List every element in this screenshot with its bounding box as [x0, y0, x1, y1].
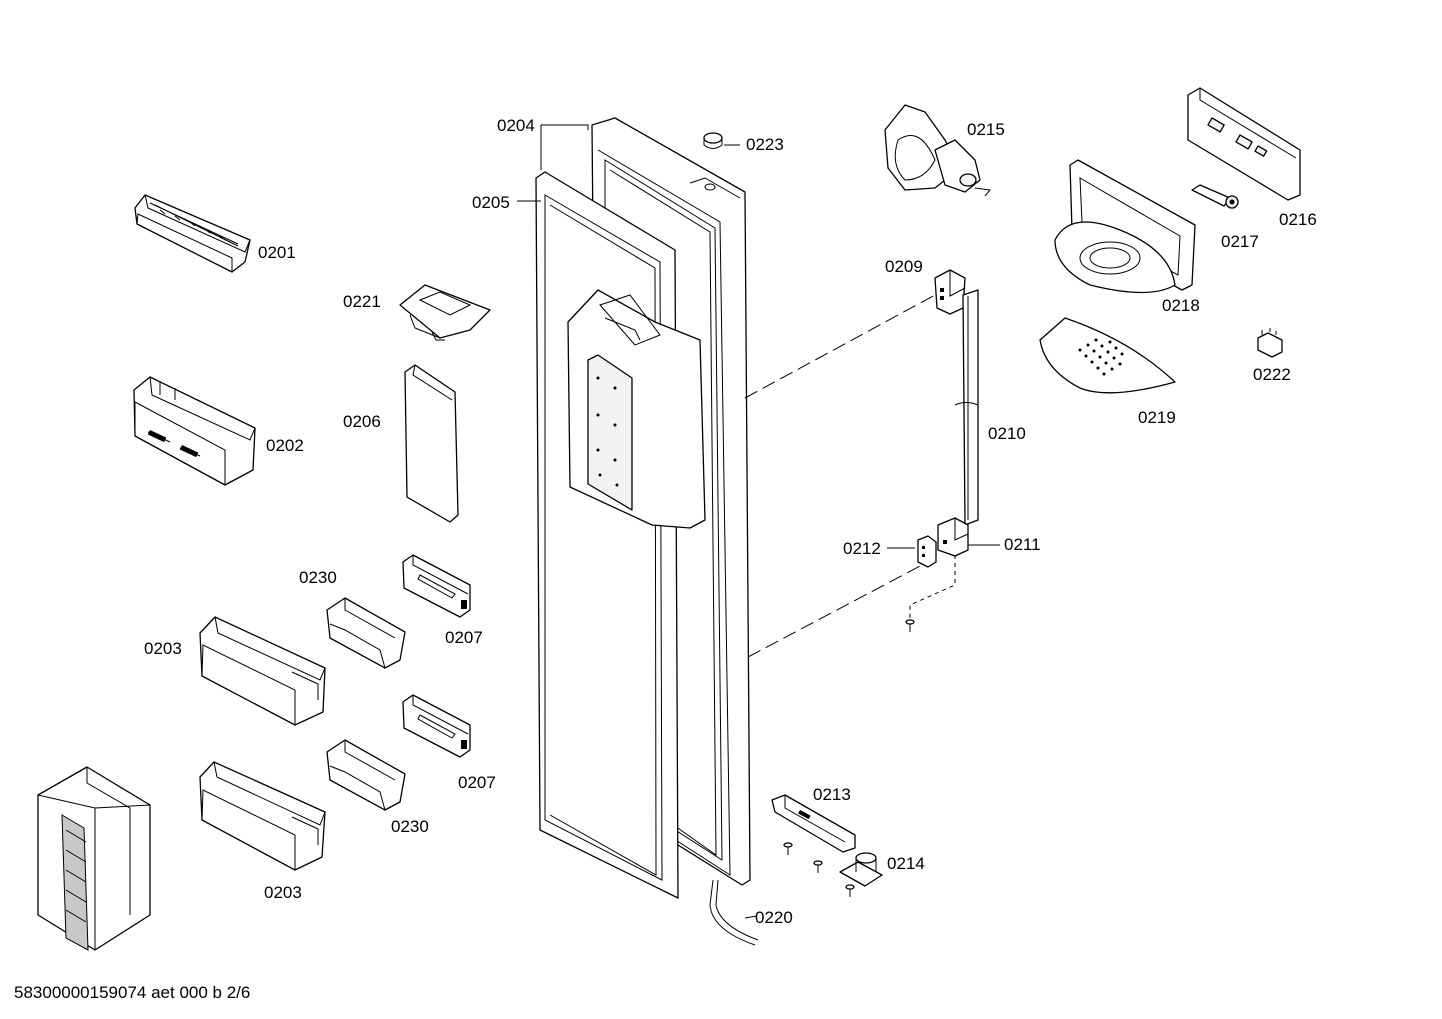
part-0223-plug — [703, 132, 723, 149]
label-0206: 0206 — [343, 412, 381, 431]
part-0214-hinge-pin — [839, 852, 883, 887]
part-0222-connector — [1257, 328, 1283, 358]
label-0220: 0220 — [755, 908, 793, 927]
part-0215-chute — [884, 104, 991, 197]
part-0203-bin-upper — [199, 616, 326, 726]
part-0207-block-lower — [402, 694, 471, 758]
label-0216: 0216 — [1279, 210, 1317, 229]
part-0218-housing — [1054, 159, 1196, 294]
label-0230-upper: 0230 — [299, 568, 337, 587]
part-0217-knob — [1191, 184, 1239, 209]
part-0216-control-board — [1187, 87, 1301, 201]
label-0211: 0211 — [1004, 535, 1041, 554]
label-0203-lower: 0203 — [264, 883, 302, 902]
part-0203-bin-lower — [199, 761, 326, 871]
label-0218: 0218 — [1162, 296, 1200, 315]
label-0223: 0223 — [746, 135, 784, 154]
part-0205-door-liner — [535, 171, 679, 899]
part-0219-grid-tray — [1039, 317, 1176, 394]
part-0207-block-upper — [402, 554, 471, 618]
part-0210-handle — [954, 289, 979, 526]
fridge-locator-icon — [37, 766, 151, 951]
label-0203-upper: 0203 — [144, 639, 182, 658]
part-labels: 0201 0202 0203 0203 0204 0205 0206 0207 … — [144, 116, 1317, 927]
label-0207-lower: 0207 — [458, 773, 496, 792]
label-0230-lower: 0230 — [391, 817, 429, 836]
screw-icon — [905, 619, 915, 632]
part-0201-shelf — [134, 194, 251, 273]
label-0201: 0201 — [258, 243, 296, 262]
label-0212: 0212 — [843, 539, 881, 558]
label-0205: 0205 — [472, 193, 510, 212]
part-0213-hinge-plate — [771, 794, 856, 853]
label-0215: 0215 — [967, 120, 1005, 139]
part-0202-bin — [133, 376, 256, 486]
label-0209: 0209 — [885, 257, 923, 276]
label-0217: 0217 — [1221, 232, 1259, 251]
label-0222: 0222 — [1253, 365, 1291, 384]
label-0210: 0210 — [988, 424, 1026, 443]
label-0221: 0221 — [343, 292, 381, 311]
dispenser-housing — [567, 289, 706, 529]
part-0212-bracket — [917, 535, 937, 568]
label-0214: 0214 — [887, 854, 925, 873]
part-0211-bracket — [937, 517, 969, 557]
label-0219: 0219 — [1138, 408, 1176, 427]
drawing-reference-code: 58300000159074 aet 000 b 2/6 — [14, 983, 250, 1002]
part-0206-pad — [404, 364, 459, 523]
label-0213: 0213 — [813, 785, 851, 804]
label-0204: 0204 — [497, 116, 535, 135]
part-0221-cap — [399, 284, 491, 341]
hinge-screws — [783, 842, 855, 897]
label-0202: 0202 — [266, 436, 304, 455]
part-0230-clip-upper — [326, 597, 406, 669]
label-0207-upper: 0207 — [445, 628, 483, 647]
part-0220-cable — [709, 879, 759, 946]
part-0209-cap — [934, 269, 966, 315]
part-0230-clip-lower — [326, 739, 406, 811]
